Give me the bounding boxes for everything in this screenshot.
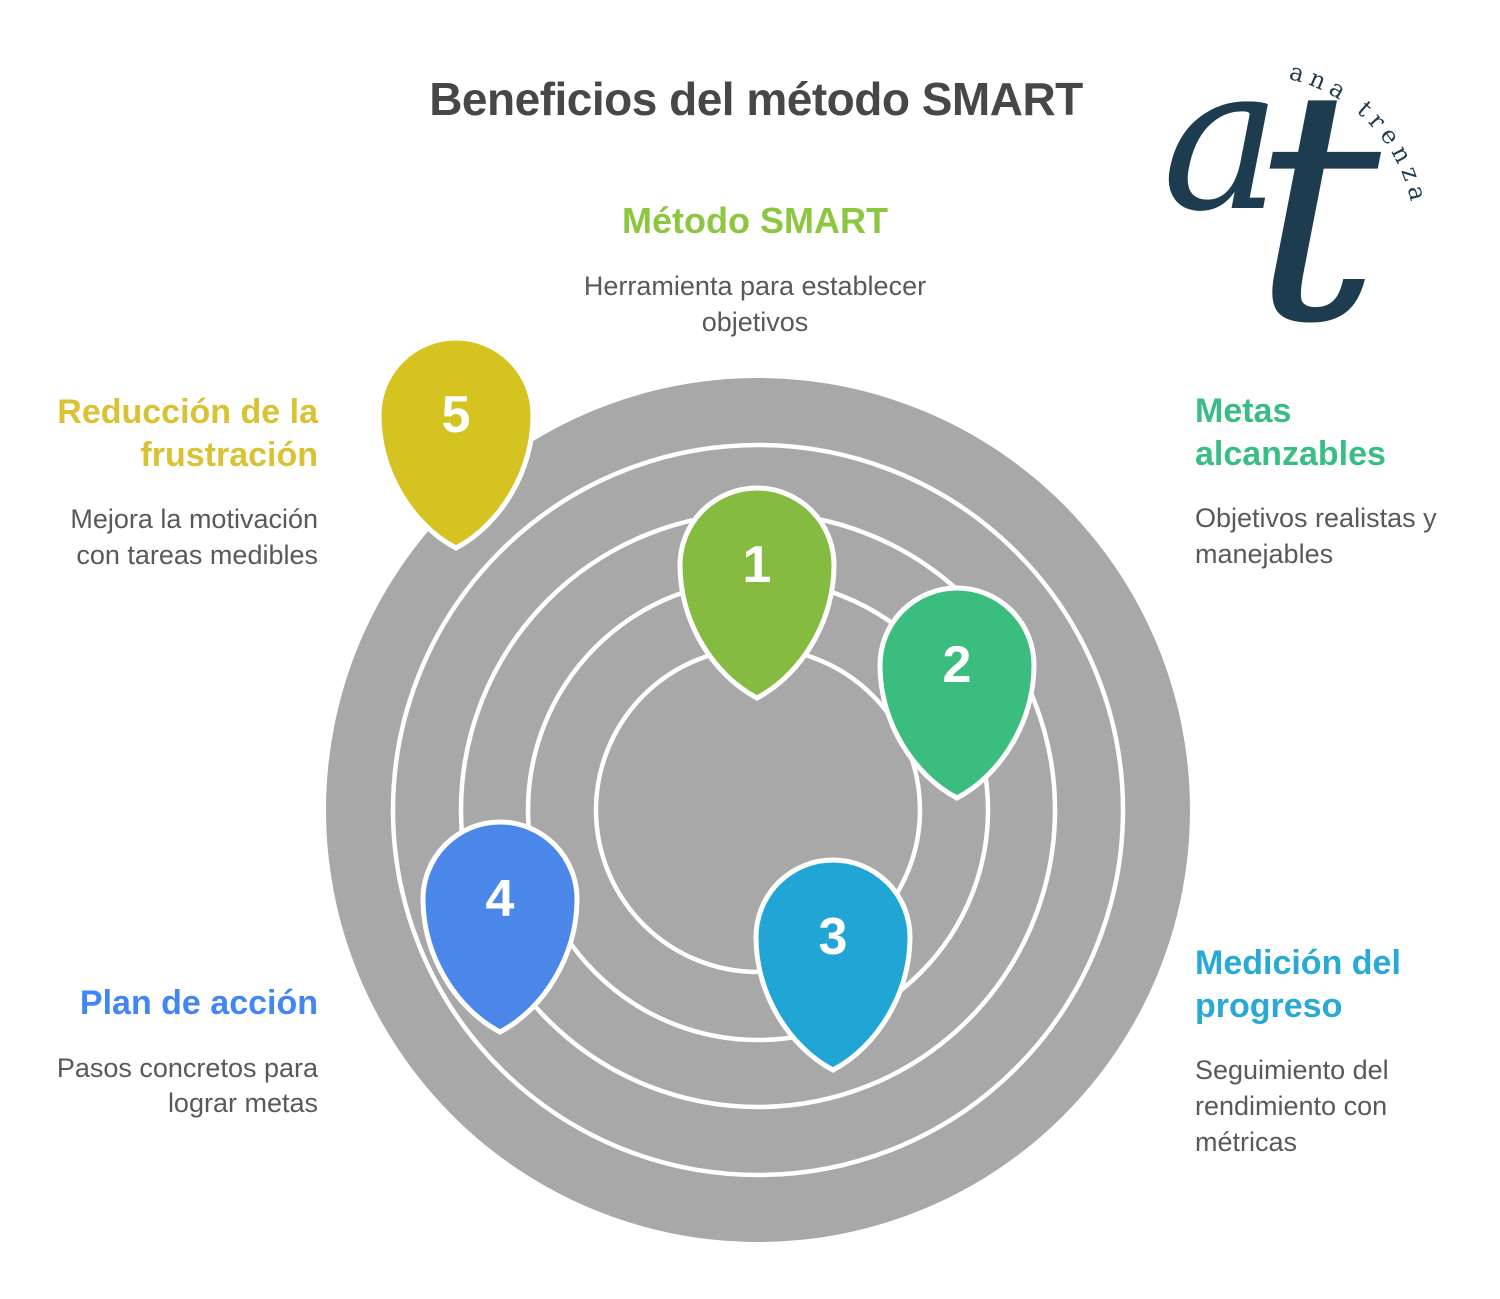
benefit-title-4: Plan de acción: [79, 984, 318, 1022]
pin-number-4: 4: [486, 870, 515, 928]
pin-number-1: 1: [743, 536, 772, 594]
pin-shape-5: [376, 335, 536, 551]
target-ring-1: [390, 442, 1126, 1178]
pin-marker-5: 5: [376, 335, 536, 551]
benefit-item-3: Medición del progreso Seguimiento del re…: [1195, 942, 1485, 1161]
pin-marker-2: 2: [877, 585, 1037, 801]
pin-shape-2: [877, 585, 1037, 801]
benefit-item-1: Método SMART Herramienta para establecer…: [455, 198, 1055, 341]
pin-shape-4: [420, 819, 580, 1035]
pin-shape-3: [753, 857, 913, 1073]
pin-marker-3: 3: [753, 857, 913, 1073]
page-title: Beneficios del método SMART: [429, 73, 1083, 125]
benefit-title-2: Metas alcanzables: [1195, 392, 1386, 473]
benefit-description-2: Objetivos realistas y manejables: [1195, 503, 1437, 569]
benefit-item-5: Reducción de la frustración Mejora la mo…: [18, 391, 318, 574]
benefit-title-3: Medición del progreso: [1195, 944, 1401, 1025]
pin-number-2: 2: [943, 636, 972, 694]
pin-shape-1: [677, 485, 837, 701]
pin-number-3: 3: [819, 908, 848, 966]
benefit-description-5: Mejora la motivación con tareas medibles: [70, 504, 318, 570]
benefit-description-3: Seguimiento del rendimiento con métricas: [1195, 1055, 1389, 1157]
benefit-title-1: Método SMART: [622, 200, 888, 241]
benefit-item-4: Plan de acción Pasos concretos para logr…: [18, 982, 318, 1122]
benefit-description-4: Pasos concretos para lograr metas: [56, 1052, 318, 1119]
pin-number-5: 5: [442, 386, 471, 444]
brand-logo: ana trenza at: [1162, 22, 1428, 394]
pin-marker-4: 4: [420, 819, 580, 1035]
brand-monogram-icon: at: [1162, 22, 1382, 394]
benefit-item-2: Metas alcanzables Objetivos realistas y …: [1195, 390, 1475, 573]
benefit-description-1: Herramienta para establecer objetivos: [583, 271, 927, 337]
pin-marker-1: 1: [677, 485, 837, 701]
pins-layer: 1 2 3 4 5: [376, 335, 1037, 1073]
benefit-title-5: Reducción de la frustración: [57, 393, 318, 474]
